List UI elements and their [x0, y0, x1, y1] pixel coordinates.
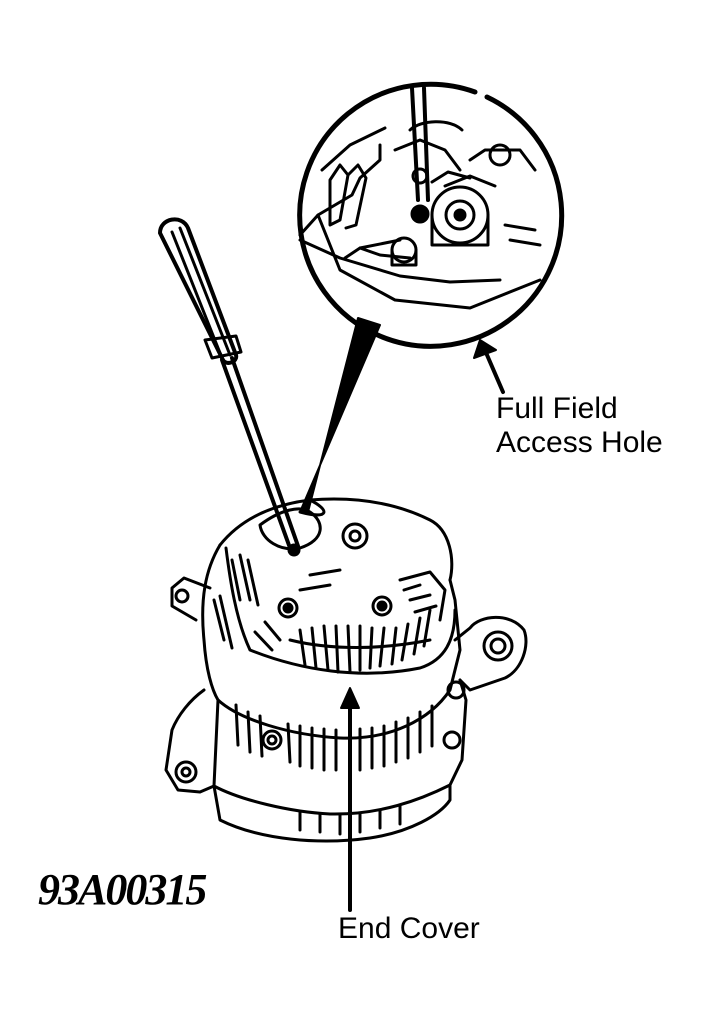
alternator-icon — [164, 497, 528, 843]
arrow-icon — [340, 339, 505, 912]
screwdriver-icon — [158, 217, 301, 557]
full-field-label-line1: Full Field — [496, 392, 618, 425]
end-cover-label: End Cover — [338, 912, 480, 945]
figure-id: 93A00315 — [38, 865, 207, 914]
magnifier-inset-icon — [297, 81, 565, 349]
full-field-label-line2: Access Hole — [496, 426, 663, 459]
